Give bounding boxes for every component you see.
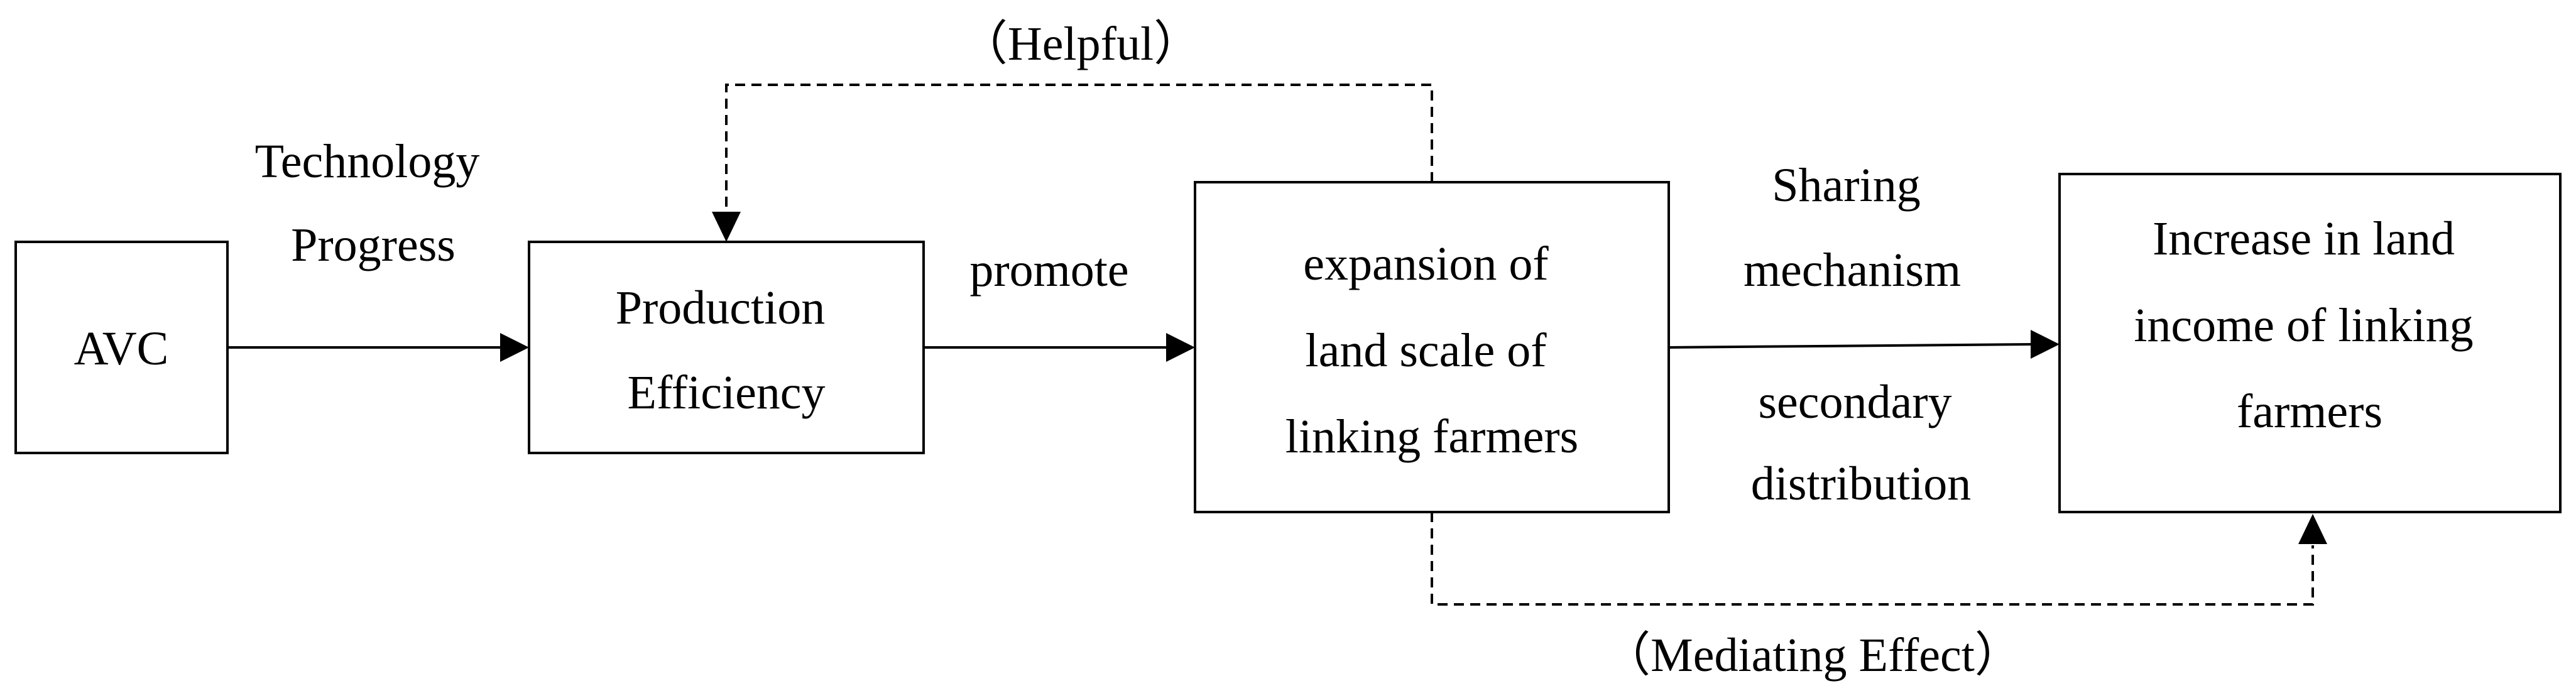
promote-label: promote: [969, 244, 1128, 297]
sharing-mechanism-label: Sharing mechanism: [1744, 159, 1961, 297]
mediating-effect-label: （Mediating Effect）: [1603, 629, 2022, 682]
technology-progress-label: Technology Progress: [255, 135, 492, 271]
land-income-label: Increase in land income of linking farme…: [2134, 212, 2485, 438]
arrowhead-efficiency-to-land-scale: [1166, 333, 1195, 362]
dashed-helpful-path: [725, 84, 1433, 210]
secondary-distribution-label: secondary distribution: [1751, 376, 1971, 510]
arrowhead-mediating: [2298, 514, 2327, 544]
arrow-land-scale-to-income: [1668, 343, 2033, 349]
production-efficiency-label: Production Efficiency: [616, 281, 838, 419]
dashed-mediating-path: [1431, 512, 2314, 606]
arrowhead-helpful: [712, 212, 741, 242]
arrowhead-avc-to-efficiency: [500, 333, 529, 362]
helpful-label: （Helpful）: [960, 18, 1201, 70]
production-efficiency-box: [528, 241, 925, 454]
avc-label: AVC: [74, 322, 169, 375]
land-income-box: [2058, 173, 2562, 513]
arrowhead-land-scale-to-income: [2031, 330, 2060, 359]
land-scale-label: expansion of land scale of linking farme…: [1285, 237, 1578, 463]
